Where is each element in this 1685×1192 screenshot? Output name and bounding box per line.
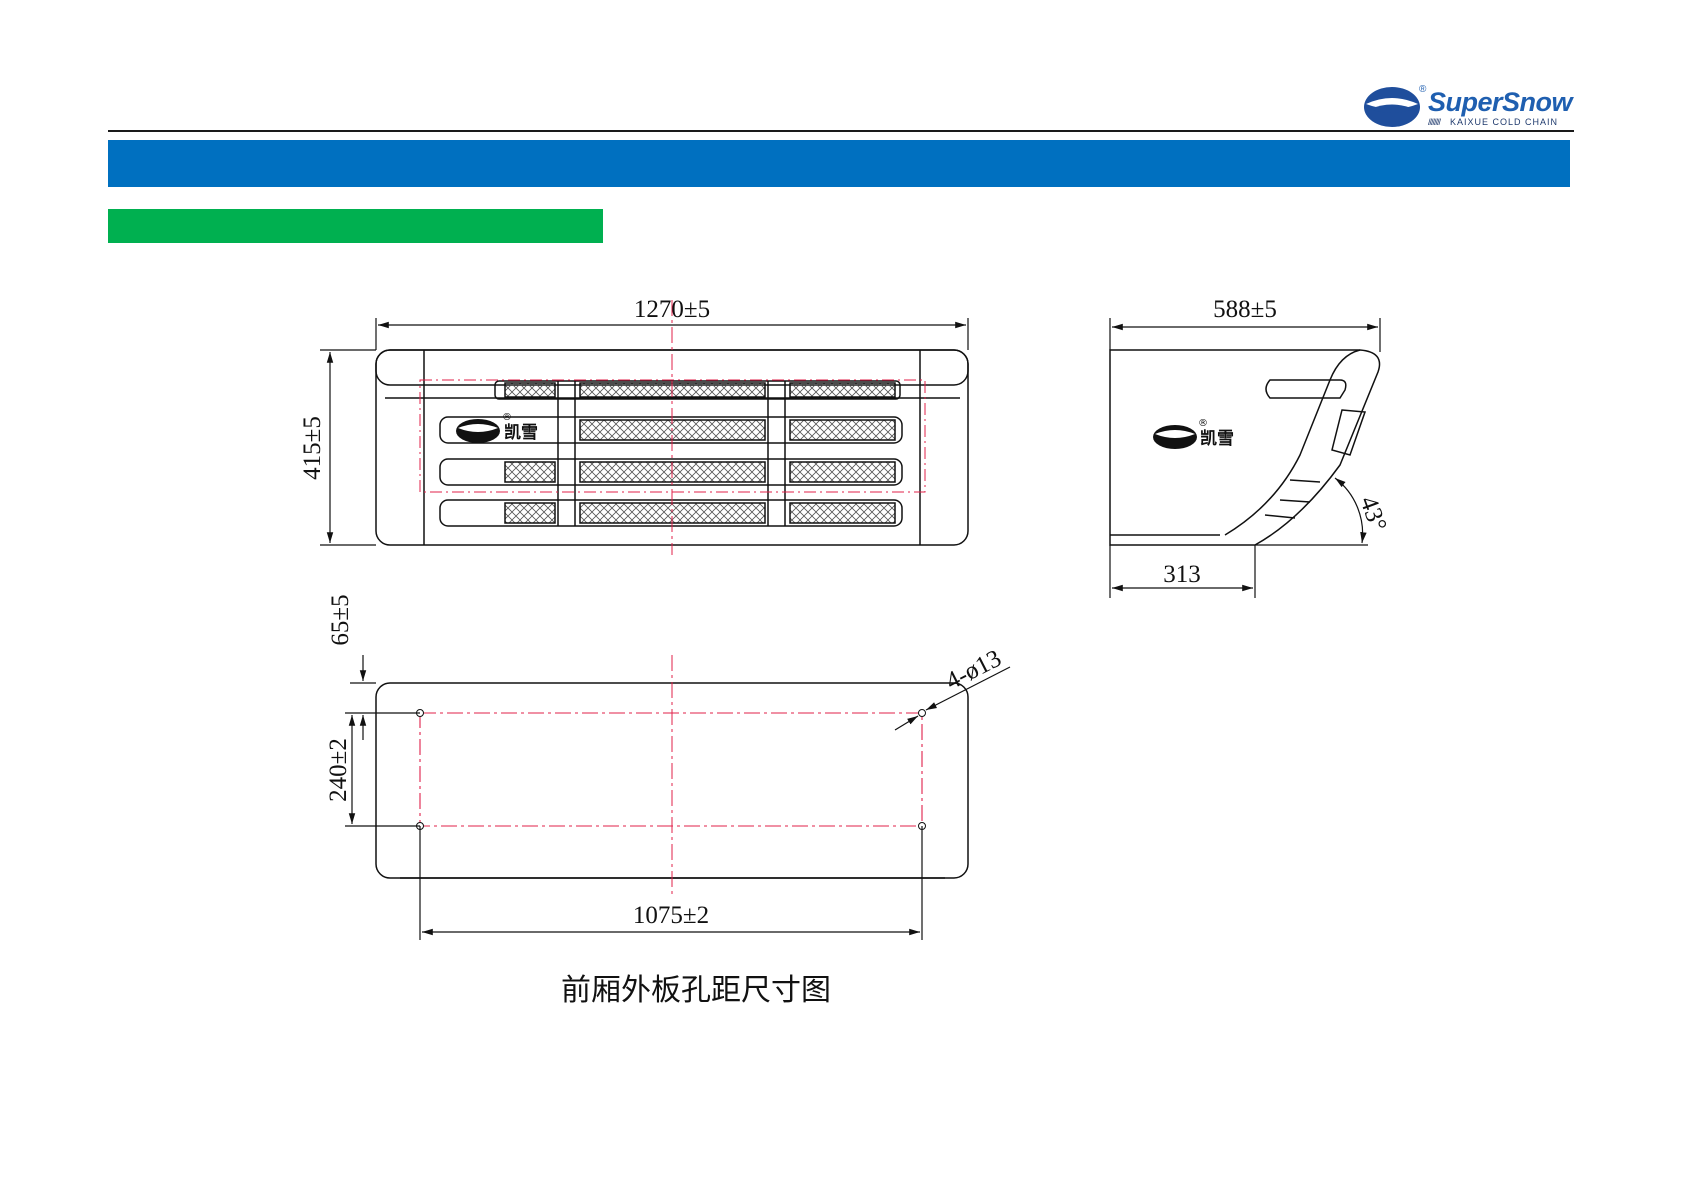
- front-brand-text: 凯雪: [504, 422, 538, 443]
- front-height-dimension: [320, 350, 376, 545]
- side-depth-label: 588±5: [1213, 296, 1277, 323]
- hole-spec-label: 4-ø13: [941, 645, 1005, 696]
- side-brand-emblem: [1153, 425, 1197, 449]
- side-base-dimension: [1110, 545, 1368, 598]
- mounting-holes: [417, 710, 926, 830]
- front-grille: [440, 381, 902, 526]
- side-brand-mark: ®: [1198, 418, 1208, 429]
- side-handle: [1266, 380, 1346, 398]
- side-depth-dimension: [1110, 318, 1380, 352]
- mounting-hole: [919, 710, 926, 717]
- front-width-label: 1270±5: [634, 296, 710, 323]
- side-brand-text: 凯雪: [1200, 428, 1234, 449]
- side-base-label: 313: [1163, 561, 1201, 588]
- vertical-hole-spacing-label: 240±2: [325, 738, 352, 802]
- side-angle-label: 43°: [1354, 493, 1391, 535]
- front-brand-emblem: [456, 419, 500, 443]
- offset-label: 65±5: [327, 594, 354, 645]
- hole-pattern-rect: [420, 713, 922, 826]
- horizontal-hole-spacing-label: 1075±2: [633, 902, 709, 929]
- side-view: [1110, 350, 1380, 545]
- drawing-caption: 前厢外板孔距尺寸图: [561, 973, 831, 1008]
- front-brand-mark: ®: [502, 412, 512, 423]
- offset-dimension: [345, 655, 420, 740]
- vertical-hole-spacing-dimension: [345, 715, 420, 826]
- front-height-label: 415±5: [299, 416, 326, 480]
